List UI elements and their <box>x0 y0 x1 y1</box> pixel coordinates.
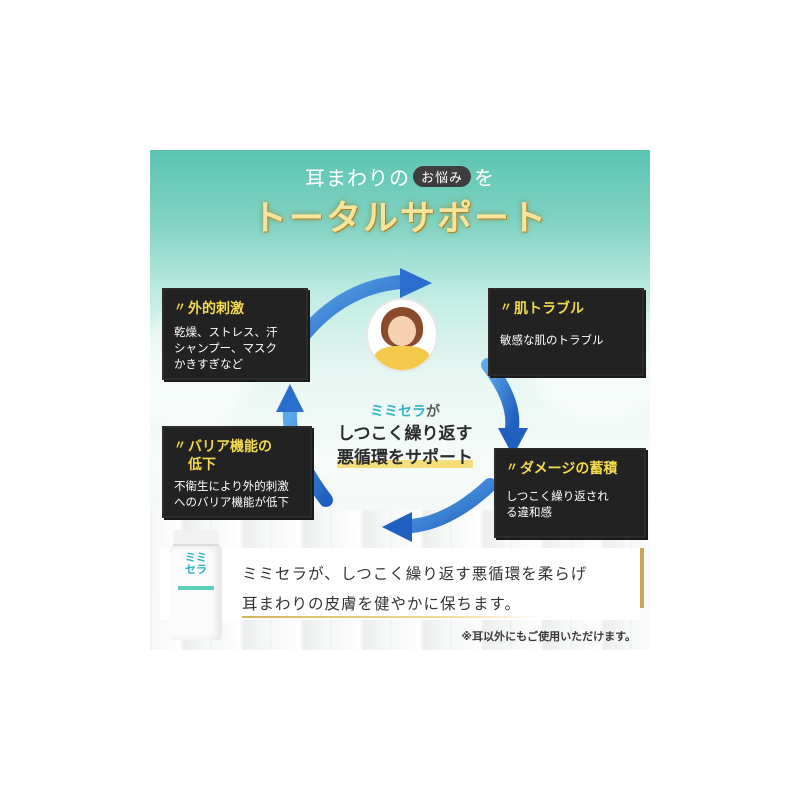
box-skin-trouble: 〃肌トラブル 敏感な肌のトラブル <box>490 290 642 374</box>
center-line2: しつこく繰り返す <box>337 424 473 444</box>
headline-pill: お悩み <box>412 166 471 187</box>
headline-suffix: を <box>474 166 495 190</box>
box-title: ダメージの蓄積 <box>520 461 618 477</box>
brand-name: ミミセラ <box>370 404 426 420</box>
box-external-stimulus: 〃外的刺激 乾燥、ストレス、汗 シャンプー、マスク かきすぎなど <box>164 290 306 378</box>
center-message: ミミセラが しつこく繰り返す 悪循環をサポート <box>305 402 505 470</box>
yellow-emphasis-icon: 〃 <box>500 300 513 314</box>
woman-illustration <box>368 300 436 370</box>
bottom-message-band <box>160 548 640 620</box>
infographic-card: 耳まわりのお悩みを トータルサポート 〃外的刺激 乾燥、ストレス、汗 シャンプー… <box>150 150 650 650</box>
box-body: しつこく繰り返され る違和感 <box>506 489 609 519</box>
headline-prefix: 耳まわりの <box>304 166 410 190</box>
box-body: 不衛生により外的刺激 へのバリア機能が低下 <box>174 479 289 509</box>
yellow-emphasis-icon: 〃 <box>174 438 187 452</box>
center-line3: 悪循環をサポート <box>337 448 473 468</box>
bottom-line1: ミミセラが、しつこく繰り返す悪循環を柔らげ <box>242 565 588 583</box>
speech-notch <box>390 252 410 262</box>
box-body: 敏感な肌のトラブル <box>500 333 604 347</box>
bottle-label-line2: セラ <box>185 563 207 576</box>
box-title: 肌トラブル <box>514 301 585 317</box>
box-barrier-decline: 〃バリア機能の 低下 不衛生により外的刺激 へのバリア機能が低下 <box>164 428 310 516</box>
gold-rule <box>640 548 644 608</box>
yellow-emphasis-icon: 〃 <box>506 460 519 474</box>
box-title: バリア機能の 低下 <box>188 439 273 473</box>
bottom-line2: 耳まわりの皮膚を健やかに保ちます。 <box>242 595 521 613</box>
headline-line1: 耳まわりのお悩みを <box>150 162 650 191</box>
bottle-label-line1: ミミ <box>185 551 207 564</box>
gold-underline <box>242 616 542 618</box>
usage-note: ※耳以外にもご使用いただけます。 <box>461 630 636 643</box>
product-bottle: ミミセラ <box>170 530 222 642</box>
brand-particle: が <box>426 404 440 420</box>
yellow-emphasis-icon: 〃 <box>174 300 187 314</box>
headline-line2: トータルサポート <box>251 198 548 239</box>
box-title: 外的刺激 <box>188 301 245 317</box>
box-body: 乾燥、ストレス、汗 シャンプー、マスク かきすぎなど <box>174 325 278 371</box>
box-damage-accumulation: 〃ダメージの蓄積 しつこく繰り返され る違和感 <box>496 450 644 536</box>
